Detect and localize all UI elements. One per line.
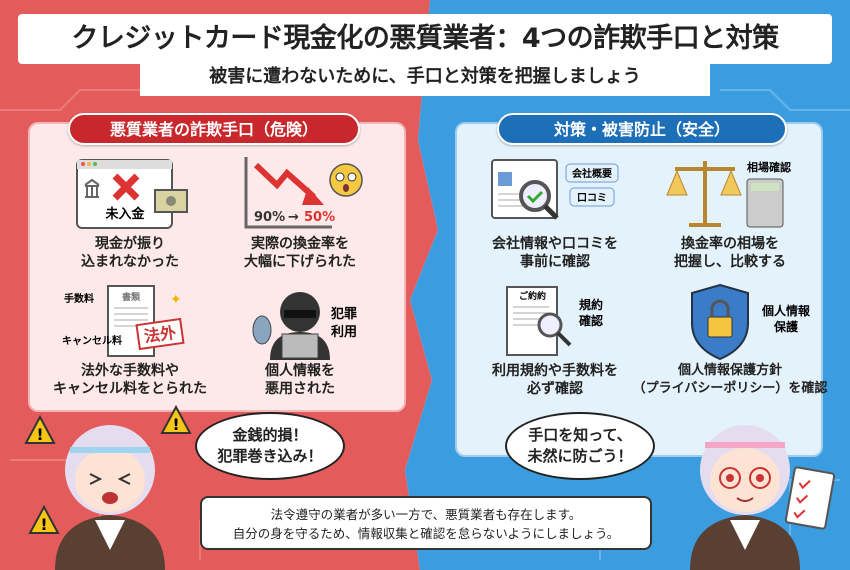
- danger-item-2: 実際の換金率を 大幅に下げられた: [215, 235, 385, 271]
- svg-text:!: !: [36, 425, 43, 444]
- svg-text:→: →: [288, 210, 299, 225]
- safety-item-2: 換金率の相場を 把握し、比較する: [645, 235, 815, 271]
- safety-speech-bubble: 手口を知って、未然に防ごう！: [505, 412, 655, 480]
- terms-label: 規約: [579, 297, 603, 312]
- danger-heading: 悪質業者の詐欺手口（危険）: [68, 113, 360, 145]
- svg-text:✦: ✦: [170, 292, 182, 308]
- caption-line: 現金が振り: [95, 236, 165, 252]
- summary-note: 法令遵守の業者が多い一方で、悪質業者も存在します。 自分の身を守るため、情報収集…: [200, 496, 652, 550]
- illegal-stamp: 法外: [143, 323, 177, 346]
- document-title: 書類: [122, 291, 141, 303]
- caption-line: 込まれなかった: [81, 254, 179, 270]
- hacker-icon: 犯罪 利用: [252, 292, 357, 360]
- reviews-tag: 口コミ: [577, 192, 607, 204]
- unpaid-bank-transfer-icon: 未入金: [76, 159, 188, 229]
- note-line: 自分の身を守るため、情報収集と確認を怠らないようにしましょう。: [232, 526, 620, 541]
- caption-line: 大幅に下げられた: [244, 254, 356, 270]
- caption-line: 利用規約や手数料を: [492, 363, 618, 379]
- danger-item-1: 現金が振り 込まれなかった: [45, 235, 215, 271]
- contract-magnifier-icon: ご約約 規約 確認: [506, 286, 603, 356]
- falling-rate-chart-icon: 90% → 50%: [244, 157, 363, 229]
- safety-item-3: 利用規約や手数料を 必ず確認: [465, 362, 645, 398]
- safety-heading: 対策・被害防止（安全）: [497, 113, 787, 145]
- protection-label: 保護: [773, 319, 799, 334]
- smiling-character-illustration: [690, 425, 835, 570]
- warning-icon: !: [160, 405, 192, 434]
- rate-before: 90%: [254, 210, 285, 225]
- caption-line: 実際の換金率を: [251, 236, 349, 252]
- market-check-label: 相場確認: [747, 160, 791, 174]
- safety-item-1: 会社情報や口コミを 事前に確認: [470, 235, 640, 271]
- caption-line: 事前に確認: [520, 254, 590, 270]
- safety-item-4: 個人情報保護方針 （プライバシーポリシー）を確認: [630, 362, 830, 398]
- check-label: 確認: [579, 313, 603, 328]
- caption-line: 把握し、比較する: [674, 254, 786, 270]
- speech-line: 犯罪巻き込み！: [217, 447, 323, 465]
- danger-item-4: 個人情報を 悪用された: [215, 362, 385, 398]
- svg-text:!: !: [40, 515, 47, 534]
- danger-speech-bubble: 金銭的損！ 犯罪巻き込み！: [195, 412, 345, 480]
- unpaid-label: 未入金: [104, 206, 145, 222]
- invoice-illegal-fee-icon: 書類 手数料 キャンセル料 法外 ✦: [62, 285, 185, 357]
- note-line: 法令遵守の業者が多い一方で、悪質業者も存在します。: [270, 507, 582, 522]
- magnifier-check-icon: 会社概要 口コミ: [491, 159, 619, 220]
- page-title: クレジットカード現金化の悪質業者：4つの詐欺手口と対策: [18, 14, 832, 64]
- company-profile-tag: 会社概要: [572, 167, 612, 180]
- contract-title: ご約約: [519, 290, 546, 302]
- cancel-fee-label: キャンセル料: [62, 334, 122, 347]
- caption-line: 悪用された: [265, 381, 335, 397]
- caption-line: （プライバシーポリシー）を確認: [632, 381, 828, 396]
- speech-line: 未然に防ごう！: [527, 447, 633, 465]
- caption-line: 会社情報や口コミを: [492, 236, 618, 252]
- svg-text:!: !: [172, 415, 179, 434]
- caption-line: 法外な手数料や: [81, 363, 179, 379]
- worried-character-illustration: [55, 425, 165, 570]
- use-label: 利用: [331, 324, 357, 340]
- danger-item-3: 法外な手数料や キャンセル料をとられた: [35, 362, 225, 398]
- privacy-label: 個人情報: [761, 303, 811, 318]
- speech-line: 金銭的損！: [232, 426, 308, 444]
- scale-calculator-icon: 相場確認: [666, 160, 791, 228]
- caption-line: 換金率の相場を: [681, 236, 779, 252]
- page-subtitle: 被害に遭わないために、手口と対策を把握しましょう: [140, 60, 710, 96]
- rate-after: 50%: [304, 210, 335, 225]
- shield-lock-icon: 個人情報 保護: [691, 283, 811, 361]
- warning-icon: !: [24, 415, 56, 444]
- caption-line: キャンセル料をとられた: [53, 381, 207, 397]
- crime-label: 犯罪: [330, 306, 357, 322]
- speech-line: 手口を知って、: [528, 426, 632, 444]
- caption-line: 必ず確認: [527, 381, 583, 397]
- caption-line: 個人情報を: [265, 363, 335, 379]
- fee-label: 手数料: [64, 292, 94, 305]
- warning-icon: !: [28, 505, 60, 534]
- caption-line: 個人情報保護方針: [677, 363, 782, 378]
